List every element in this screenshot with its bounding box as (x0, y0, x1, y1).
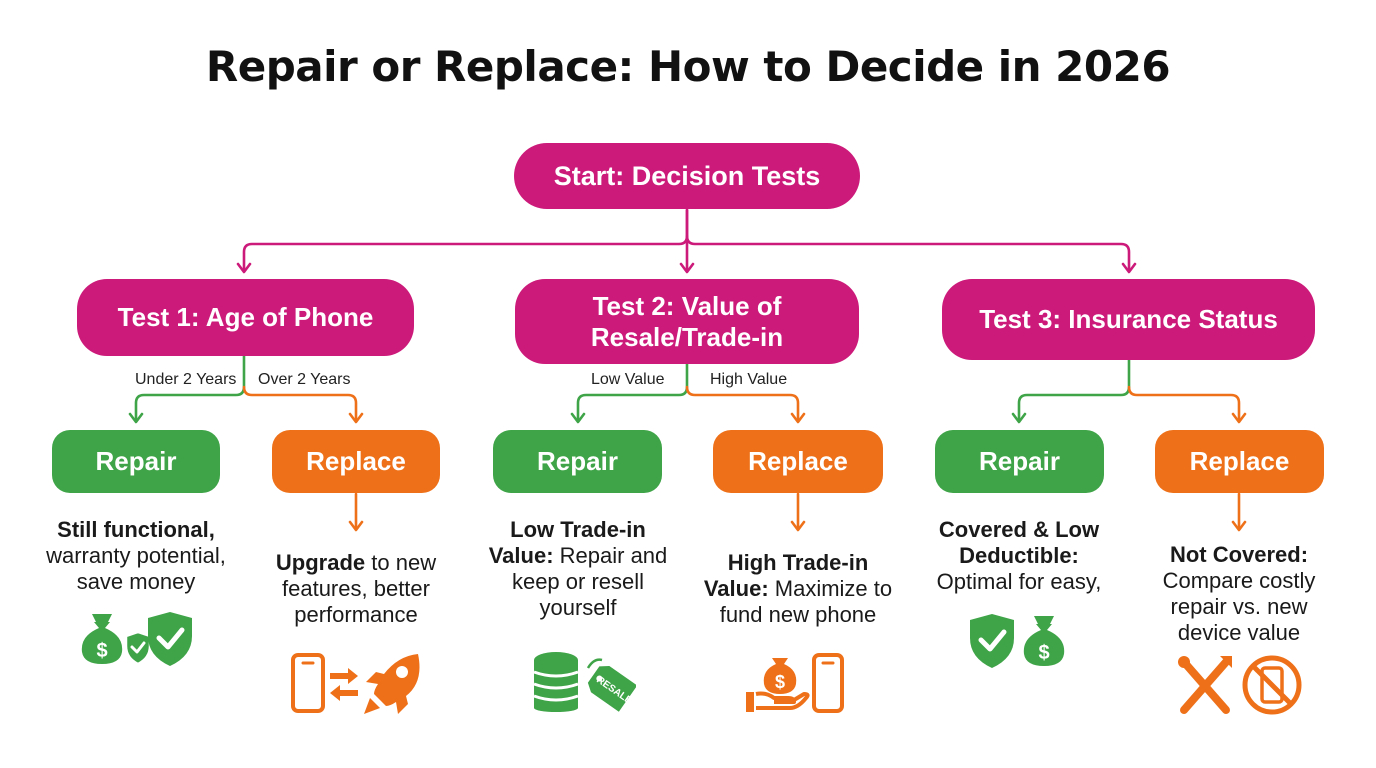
shield-check-icon (148, 612, 192, 666)
test3-replace-description: Not Covered: Compare costly repair vs. n… (1152, 542, 1326, 646)
svg-text:$: $ (775, 672, 785, 692)
test3-replace-bold: Not Covered: (1169, 542, 1309, 567)
test1-repair-description: Still functional, warranty potential, sa… (30, 517, 242, 595)
test3-replace-icons (1178, 655, 1302, 715)
wrench-screwdriver-icon (1178, 656, 1232, 714)
test1-label: Test 1: Age of Phone (117, 302, 374, 332)
test2-replace-node: Replace (713, 430, 883, 493)
test1-replace-line (242, 385, 358, 422)
smartphone-icon (291, 653, 325, 713)
svg-text:$: $ (1038, 642, 1049, 664)
test3-repair-text: Optimal for easy, (936, 569, 1102, 594)
test3-replace-node: Replace (1155, 430, 1324, 493)
test2-repair-node: Repair (493, 430, 662, 493)
test1-replace-bold: Upgrade (275, 550, 366, 575)
swap-arrows-icon (330, 668, 358, 701)
test2-repair-icons: RESALE (533, 652, 636, 712)
test1-node: Test 1: Age of Phone (77, 279, 414, 356)
test2-repair-bold: Low Trade-in Value: (488, 517, 646, 568)
test1-repair-node: Repair (52, 430, 220, 493)
test1-right-branch-label: Over 2 Years (258, 371, 351, 388)
test2-replace-label: Replace (748, 446, 848, 476)
page-title: Repair or Replace: How to Decide in 2026 (205, 42, 1171, 91)
test3-repair-node: Repair (935, 430, 1104, 493)
test2-repair-label: Repair (537, 446, 618, 476)
test3-label: Test 3: Insurance Status (979, 304, 1278, 334)
test2-replace-bold: High Trade-in Value: (703, 550, 869, 601)
test3-replace-label: Replace (1189, 446, 1290, 476)
coin-stack-icon (533, 652, 579, 712)
test1-left-branch-label: Under 2 Years (135, 371, 237, 388)
start-node: Start: Decision Tests (514, 143, 860, 209)
shield-check-icon (970, 614, 1014, 668)
start-node-label: Start: Decision Tests (553, 160, 821, 191)
test3-repair-label: Repair (979, 446, 1060, 476)
test2-node: Test 2: Value of Resale/Trade-in (515, 279, 859, 364)
test2-label: Test 2: Value of Resale/Trade-in (590, 290, 784, 352)
test2-right-branch-label: High Value (710, 371, 788, 388)
money-bag-icon: $ (1023, 616, 1065, 666)
test3-repair-bold: Covered & Low Deductible: (938, 517, 1100, 568)
test1-replace-description: Upgrade to new features, better performa… (258, 550, 454, 628)
hand-money-bag-icon: $ (746, 658, 810, 712)
test1-replace-label: Replace (306, 446, 406, 476)
test2-replace-description: High Trade-in Value: Maximize to fund ne… (700, 550, 896, 628)
test3-repair-description: Covered & Low Deductible: Optimal for ea… (925, 517, 1113, 595)
money-bag-icon: $ (81, 614, 123, 664)
svg-text:$: $ (96, 640, 107, 662)
test1-replace-node: Replace (272, 430, 440, 493)
test3-node: Test 3: Insurance Status (942, 279, 1315, 360)
test1-replace-icons (291, 653, 420, 714)
test2-repair-description: Low Trade-in Value: Repair and keep or r… (484, 517, 672, 621)
test1-repair-icons: $ (81, 612, 192, 666)
test3-repair-line (1017, 358, 1131, 422)
start-trunk-line (242, 208, 689, 272)
test3-repair-icons: $ (970, 614, 1065, 668)
shield-check-icon (124, 630, 152, 666)
rocket-icon (364, 654, 420, 714)
test2-replace-line (685, 385, 800, 422)
test2-repair-text: Repair and keep or resell yourself (511, 543, 668, 620)
test3-replace-text: Compare costly repair vs. new device val… (1162, 568, 1316, 645)
test3-replace-line (1127, 385, 1241, 422)
test1-repair-bold: Still functional, (57, 517, 215, 542)
test2-replace-icons: $ (746, 653, 844, 713)
test2-replace-text: Maximize to fund new phone (719, 576, 893, 627)
test1-replace-text: to new features, better performance (282, 550, 437, 627)
test1-repair-text: warranty potential, save money (46, 543, 226, 594)
resale-tag-icon: RESALE (586, 658, 636, 712)
test1-repair-label: Repair (95, 446, 177, 476)
test2-left-branch-label: Low Value (591, 371, 665, 388)
smartphone-icon (812, 653, 844, 713)
no-phone-icon (1242, 655, 1302, 715)
